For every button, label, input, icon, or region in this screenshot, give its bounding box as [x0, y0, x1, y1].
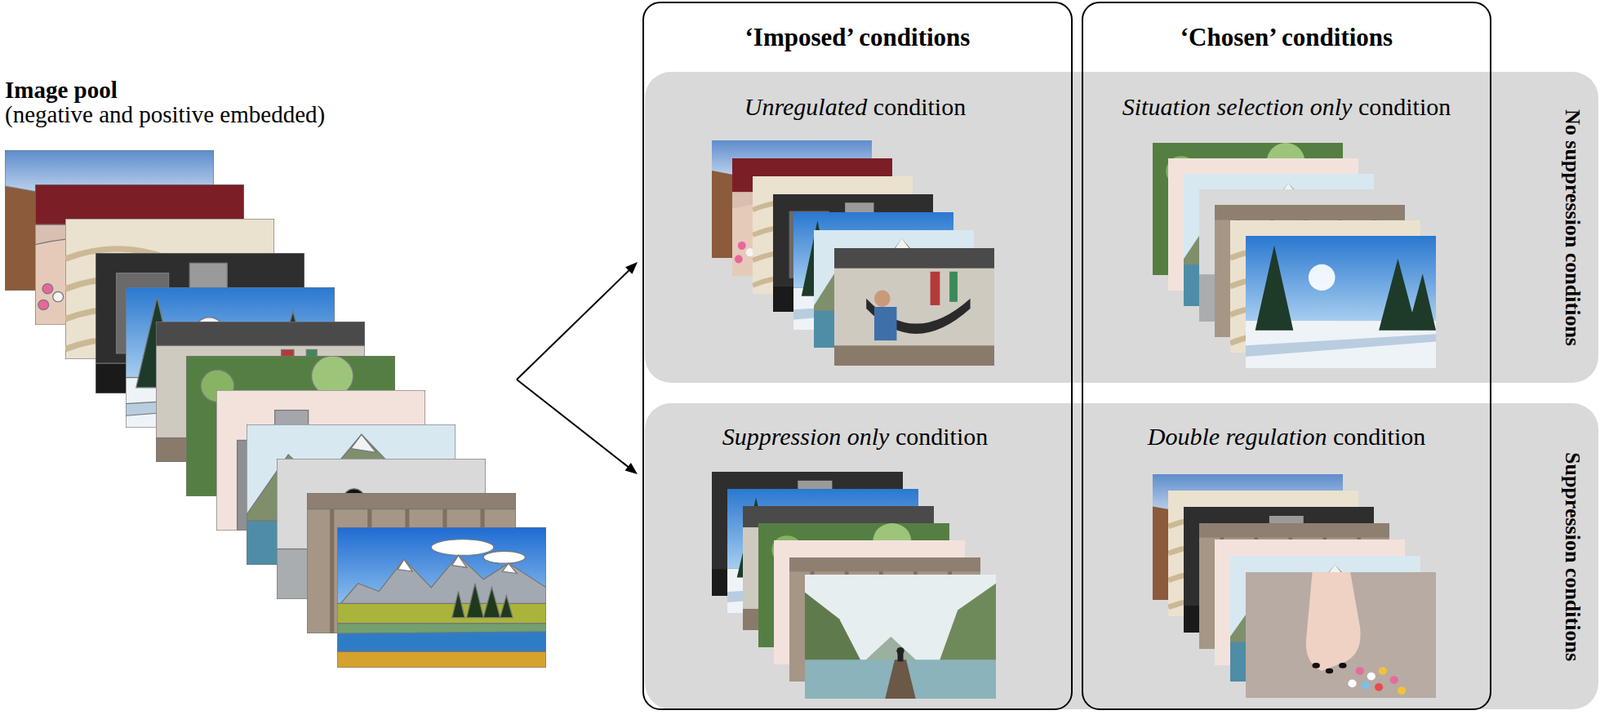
photo: [834, 248, 995, 366]
row-label: Suppression conditions: [1556, 403, 1587, 710]
photo: [1245, 235, 1436, 369]
condition-title: Suppression only condition: [637, 417, 1073, 452]
condition-cell: Double regulation condition: [1086, 417, 1487, 704]
pool-subtitle: (negative and positive embedded): [4, 102, 517, 127]
photo: [337, 527, 547, 668]
arrowhead: [625, 262, 638, 275]
condition-name: Situation selection only: [1122, 93, 1353, 120]
photo: [804, 574, 996, 699]
condition-column: ‘Chosen’ conditionsSituation selection o…: [1081, 1, 1492, 711]
column-heading: ‘Chosen’ conditions: [1083, 22, 1490, 53]
condition-title: Unregulated condition: [637, 88, 1073, 122]
flow-arrow: [516, 379, 638, 475]
row-label-holder: No suppression conditions: [1556, 71, 1587, 383]
image-pool: Image pool(negative and positive embedde…: [4, 77, 517, 682]
row-label-holder: Suppression conditions: [1556, 403, 1587, 710]
column-heading: ‘Imposed’ conditions: [644, 22, 1072, 53]
image-pool-stack: [4, 150, 547, 668]
condition-cell: Suppression only condition: [637, 417, 1073, 704]
condition-title: Situation selection only condition: [1086, 88, 1487, 122]
row-label: No suppression conditions: [1556, 71, 1587, 383]
condition-title: Double regulation condition: [1086, 417, 1487, 452]
pool-title: Image pool: [4, 77, 517, 103]
condition-name: Unregulated: [744, 93, 868, 120]
arrow-line: [516, 268, 631, 380]
flow-arrow: [516, 262, 638, 380]
arrowhead: [624, 462, 638, 475]
condition-cell: Unregulated condition: [637, 88, 1073, 372]
arrow-line: [516, 379, 631, 469]
photo: [1245, 572, 1436, 698]
condition-name: Suppression only: [722, 422, 890, 450]
condition-name: Double regulation: [1147, 422, 1328, 450]
condition-cell: Situation selection only condition: [1086, 88, 1487, 372]
condition-column: ‘Imposed’ conditionsUnregulated conditio…: [642, 1, 1073, 711]
